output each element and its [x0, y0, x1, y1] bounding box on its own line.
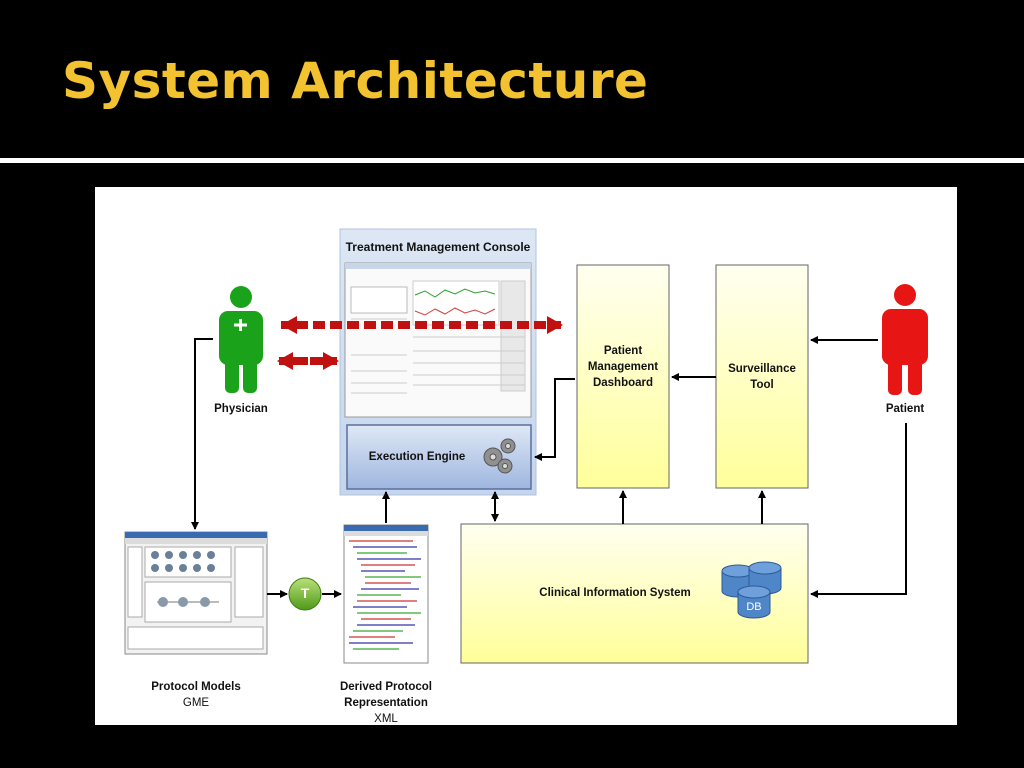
- dashboard-label: Patient Management Dashboard: [587, 345, 659, 389]
- derived-protocol-screenshot: [343, 524, 429, 664]
- console-title: Treatment Management Console: [345, 240, 531, 254]
- database-icon: [721, 561, 782, 619]
- dashboard-box: [576, 264, 670, 489]
- execution-engine-box: [346, 424, 532, 490]
- slide-title: System Architecture: [62, 52, 649, 110]
- transform-label: T: [300, 585, 310, 601]
- derived-protocol-sublabel: XML: [374, 713, 398, 725]
- surveillance-tool-box: [715, 264, 809, 489]
- physician-label: Physician: [214, 403, 268, 415]
- transform-icon: [288, 577, 322, 611]
- physician-icon: [219, 286, 263, 393]
- protocol-models-sublabel: GME: [182, 697, 210, 709]
- clinical-system-label: Clinical Information System: [539, 587, 691, 599]
- architecture-diagram: Treatment Management Console Execution E…: [95, 187, 957, 725]
- gears-icon: [483, 438, 516, 474]
- execution-engine-label: Execution Engine: [368, 451, 466, 463]
- db-label: DB: [746, 601, 762, 613]
- clinical-system-box: [460, 523, 809, 664]
- derived-protocol-label: Derived Protocol Representation: [339, 681, 433, 709]
- protocol-models-screenshot: [124, 531, 268, 655]
- patient-label: Patient: [885, 403, 925, 415]
- diagram-canvas: [124, 228, 928, 664]
- data-flow-arrows: [191, 336, 907, 598]
- interaction-arrows: [277, 316, 563, 370]
- patient-icon: [882, 284, 928, 395]
- surveillance-label: Surveillance Tool: [728, 363, 796, 391]
- protocol-models-label: Protocol Models: [151, 681, 241, 693]
- title-divider: [0, 158, 1024, 163]
